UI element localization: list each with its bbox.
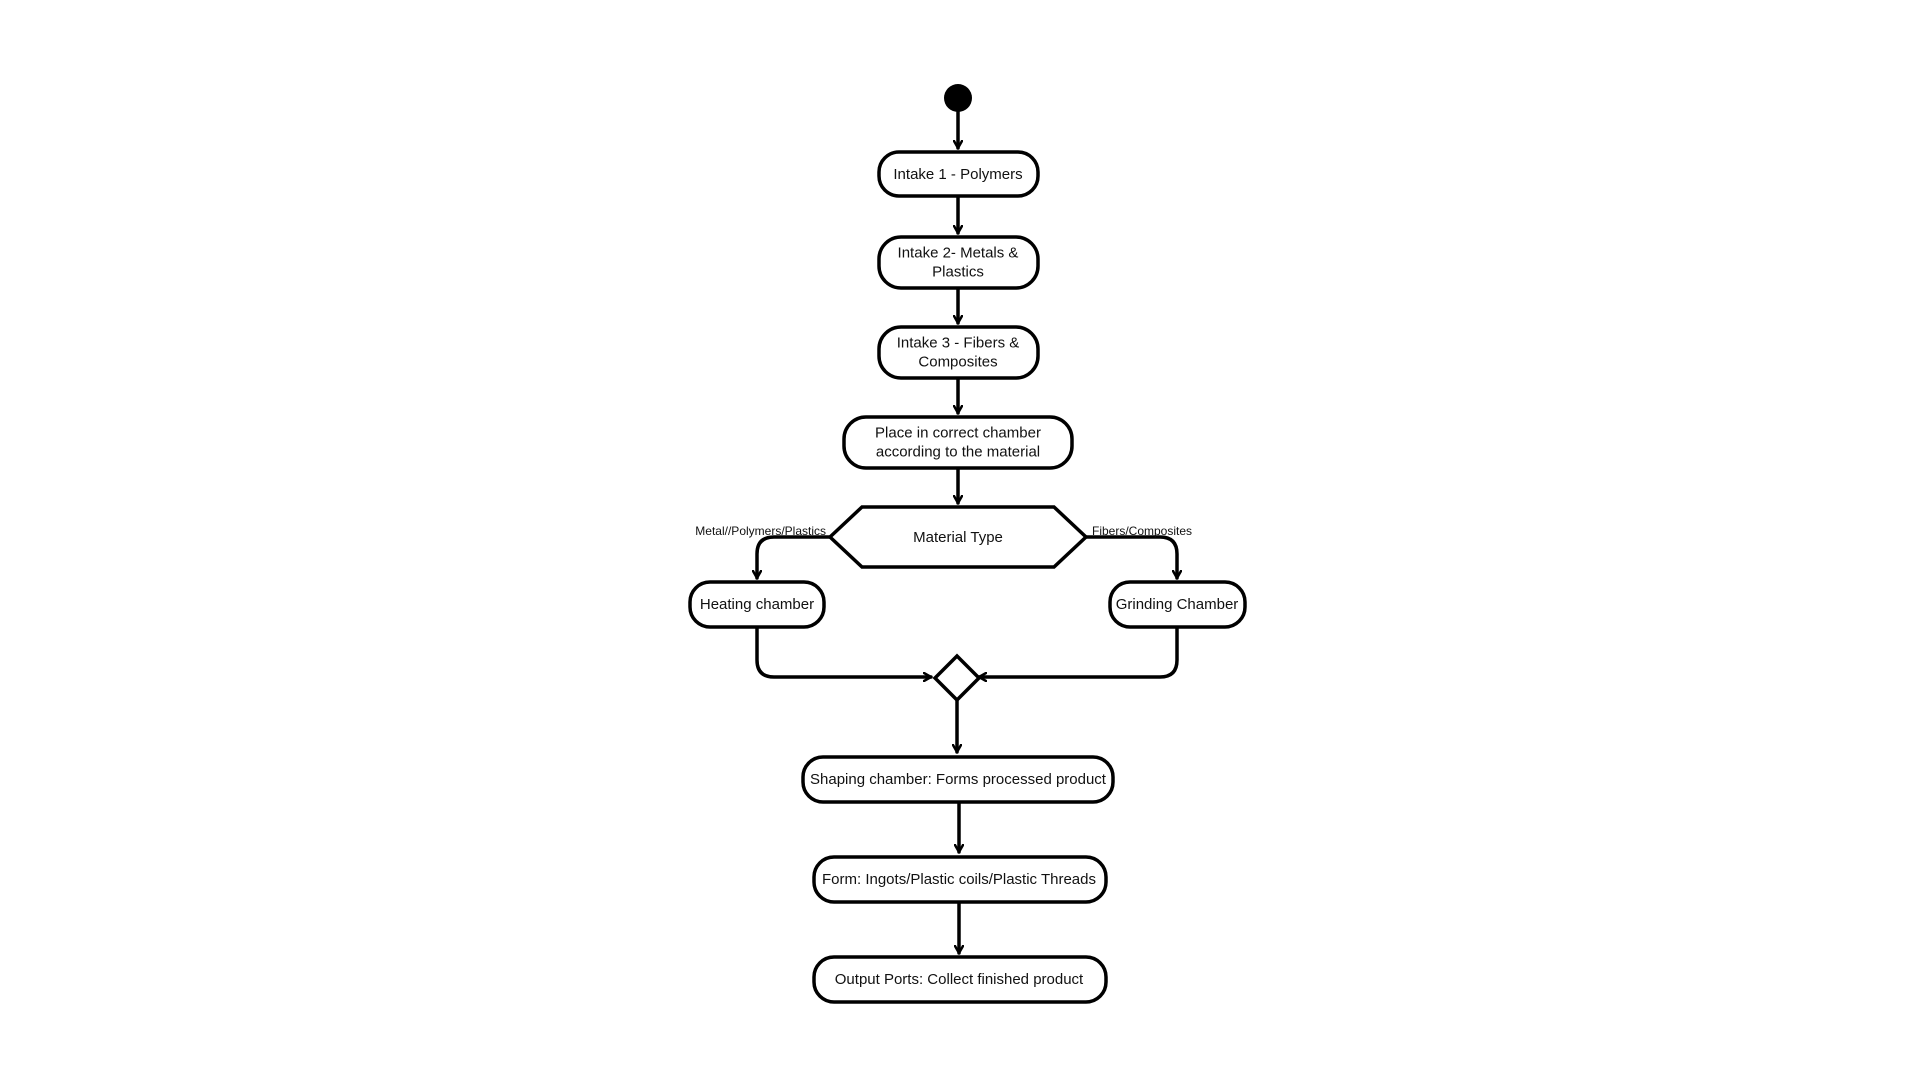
edges bbox=[755, 110, 1179, 955]
node-output: Output Ports: Collect finished product bbox=[812, 955, 1108, 1004]
label-line: Intake 2- Metals & bbox=[898, 245, 1019, 262]
edge-grinding-merge bbox=[977, 625, 1179, 677]
label-line: according to the material bbox=[876, 444, 1040, 461]
node-intake2-text: Intake 2- Metals & Plastics bbox=[898, 245, 1019, 281]
merge-node bbox=[932, 653, 982, 703]
node-heating-text: Heating chamber bbox=[700, 596, 814, 613]
node-heating: Heating chamber bbox=[688, 580, 826, 629]
node-grinding-text: Grinding Chamber bbox=[1116, 596, 1239, 613]
label-line: Composites bbox=[918, 354, 997, 371]
node-intake3-text: Intake 3 - Fibers & Composites bbox=[897, 335, 1020, 371]
node-place-text: Place in correct chamber according to the… bbox=[875, 425, 1041, 461]
label-line: Heating chamber bbox=[700, 596, 814, 613]
label-line: Plastics bbox=[932, 264, 984, 281]
decision-material-type: Material Type bbox=[827, 505, 1089, 569]
label-line: Place in correct chamber bbox=[875, 425, 1041, 442]
edge-material-grinding bbox=[1084, 535, 1177, 580]
label-line: Intake 1 - Polymers bbox=[893, 166, 1022, 183]
edge-label-left: Metal//Polymers/Plastics bbox=[695, 524, 826, 538]
edge-label-right: Fibers/Composites bbox=[1092, 524, 1192, 538]
node-output-text: Output Ports: Collect finished product bbox=[835, 971, 1084, 988]
label-line: Material Type bbox=[913, 529, 1003, 546]
edge-material-heating bbox=[757, 535, 834, 580]
node-place: Place in correct chamber according to the… bbox=[842, 415, 1074, 470]
node-intake1: Intake 1 - Polymers bbox=[877, 150, 1040, 198]
node-intake2: Intake 2- Metals & Plastics bbox=[877, 235, 1040, 290]
edge-heating-merge bbox=[755, 625, 933, 677]
decision-material-type-text: Material Type bbox=[913, 529, 1003, 546]
label-line: Intake 3 - Fibers & bbox=[897, 335, 1020, 352]
label-line: Shaping chamber: Forms processed product bbox=[810, 771, 1107, 788]
node-shaping-text: Shaping chamber: Forms processed product bbox=[810, 771, 1107, 788]
label-line: Form: Ingots/Plastic coils/Plastic Threa… bbox=[822, 871, 1096, 888]
node-form: Form: Ingots/Plastic coils/Plastic Threa… bbox=[812, 855, 1108, 904]
node-grinding: Grinding Chamber bbox=[1108, 580, 1247, 629]
node-intake1-text: Intake 1 - Polymers bbox=[893, 166, 1022, 183]
node-intake3: Intake 3 - Fibers & Composites bbox=[877, 325, 1040, 380]
label-line: Output Ports: Collect finished product bbox=[835, 971, 1084, 988]
node-form-text: Form: Ingots/Plastic coils/Plastic Threa… bbox=[822, 871, 1096, 888]
start-node bbox=[944, 84, 972, 112]
node-shaping: Shaping chamber: Forms processed product bbox=[801, 755, 1115, 804]
label-line: Grinding Chamber bbox=[1116, 596, 1239, 613]
